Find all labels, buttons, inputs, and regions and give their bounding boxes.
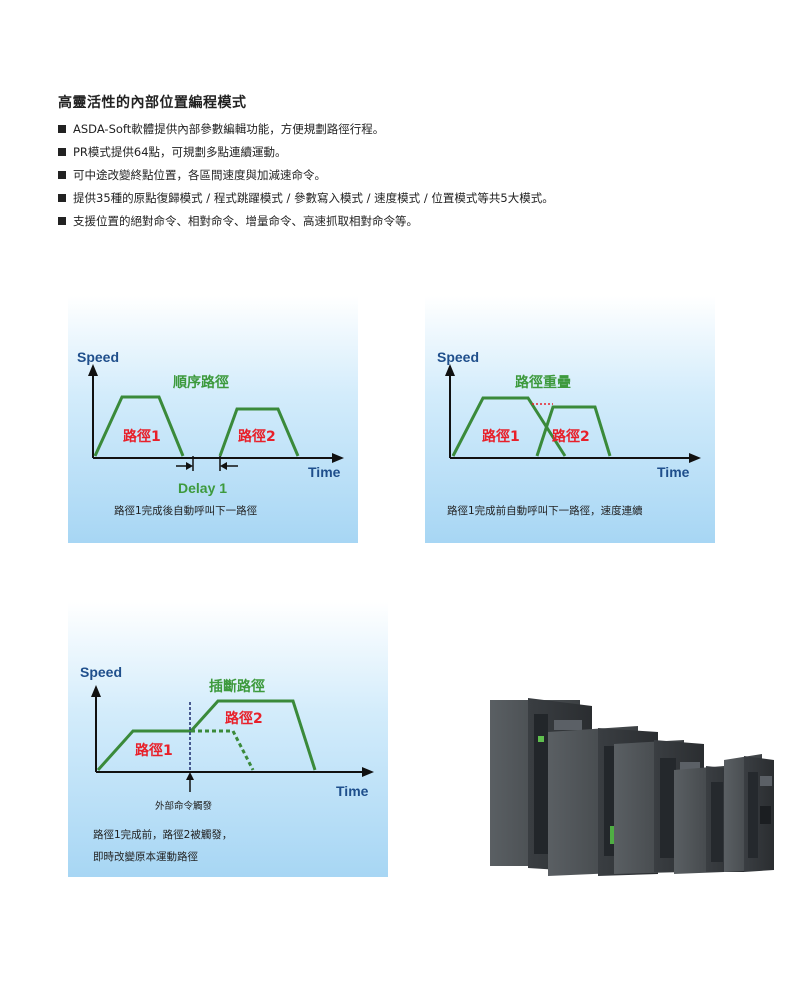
speed-axis-arrow-icon bbox=[91, 685, 101, 697]
diagram-caption-line-1: 路徑1完成前，路徑2被觸發， bbox=[93, 829, 233, 841]
diagram-title: 插斷路徑 bbox=[209, 678, 265, 695]
list-item: 支援位置的絕對命令、相對命令、增量命令、高速抓取相對命令等。 bbox=[58, 210, 554, 233]
time-label: Time bbox=[308, 464, 341, 480]
feature-list: ASDA-Soft軟體提供內部參數編輯功能，方便規劃路徑行程。 PR模式提供64… bbox=[58, 118, 554, 233]
path-2-profile bbox=[218, 407, 300, 457]
path-1-profile bbox=[93, 395, 185, 457]
list-item: ASDA-Soft軟體提供內部參數編輯功能，方便規劃路徑行程。 bbox=[58, 118, 554, 141]
list-item: 可中途改變終點位置，各區間速度與加減速命令。 bbox=[58, 164, 554, 187]
path-2-profile bbox=[189, 699, 317, 771]
sequential-path-diagram: Speed Time 順序路徑 路徑1 路徑2 Delay 1 路徑1完成後自動… bbox=[68, 296, 358, 543]
trigger-label: 外部命令觸發 bbox=[155, 801, 213, 812]
time-axis-arrow-icon bbox=[689, 453, 701, 463]
speed-label: Speed bbox=[437, 349, 479, 365]
speed-axis-arrow-icon bbox=[445, 364, 455, 376]
interrupt-path-diagram: Speed Time 插斷路徑 路徑1 路徑2 外部命令觸發 路徑1完成前，路徑… bbox=[68, 602, 388, 877]
time-label: Time bbox=[336, 783, 369, 799]
interrupt-path-svg: Speed Time 插斷路徑 路徑1 路徑2 bbox=[80, 664, 374, 799]
speed-axis-arrow-icon bbox=[88, 364, 98, 376]
path-1-profile bbox=[96, 729, 191, 772]
list-item: 提供35種的原點復歸模式 / 程式跳躍模式 / 參數寫入模式 / 速度模式 / … bbox=[58, 187, 554, 210]
diagram-title: 路徑重疊 bbox=[515, 374, 571, 391]
path-2-label: 路徑2 bbox=[238, 428, 276, 445]
delay-label: Delay 1 bbox=[178, 480, 227, 496]
servo-drives-photo bbox=[490, 698, 774, 876]
diagram-caption: 路徑1完成前自動呼叫下一路徑，速度連續 bbox=[447, 505, 643, 517]
path-1-profile bbox=[451, 396, 567, 457]
path-2-label: 路徑2 bbox=[552, 428, 590, 445]
bullet-square-icon bbox=[58, 148, 66, 156]
speed-label: Speed bbox=[77, 349, 119, 365]
bullet-square-icon bbox=[58, 217, 66, 225]
path-1-label: 路徑1 bbox=[482, 428, 520, 445]
bullet-square-icon bbox=[58, 125, 66, 133]
path-2-label: 路徑2 bbox=[225, 710, 263, 727]
bullet-square-icon bbox=[58, 171, 66, 179]
overlap-path-svg: Speed Time 路徑重疊 路徑1 路徑2 bbox=[437, 349, 701, 480]
bullet-square-icon bbox=[58, 194, 66, 202]
diagram-title: 順序路徑 bbox=[173, 374, 229, 391]
sequential-path-svg: Speed Time 順序路徑 路徑1 路徑2 Delay 1 bbox=[77, 349, 344, 496]
path-1-label: 路徑1 bbox=[123, 428, 161, 445]
path-1-label: 路徑1 bbox=[135, 742, 173, 759]
time-label: Time bbox=[657, 464, 690, 480]
path-1-cancelled-profile bbox=[191, 729, 255, 771]
speed-label: Speed bbox=[80, 664, 122, 680]
servo-drive-small-2 bbox=[724, 754, 774, 872]
time-axis-arrow-icon bbox=[362, 767, 374, 777]
diagram-caption-line-2: 即時改變原本運動路徑 bbox=[93, 851, 198, 863]
delay-arrow-right-icon bbox=[220, 462, 227, 470]
path-2-profile bbox=[535, 405, 612, 457]
time-axis-arrow-icon bbox=[332, 453, 344, 463]
list-item: PR模式提供64點，可規劃多點連續運動。 bbox=[58, 141, 554, 164]
trigger-arrow-icon bbox=[186, 772, 194, 780]
delay-arrow-left-icon bbox=[186, 462, 193, 470]
section-title: 高靈活性的內部位置編程模式 bbox=[58, 95, 247, 111]
diagram-caption: 路徑1完成後自動呼叫下一路徑 bbox=[114, 505, 258, 517]
overlap-path-diagram: Speed Time 路徑重疊 路徑1 路徑2 路徑1完成前自動呼叫下一路徑，速… bbox=[425, 296, 715, 543]
